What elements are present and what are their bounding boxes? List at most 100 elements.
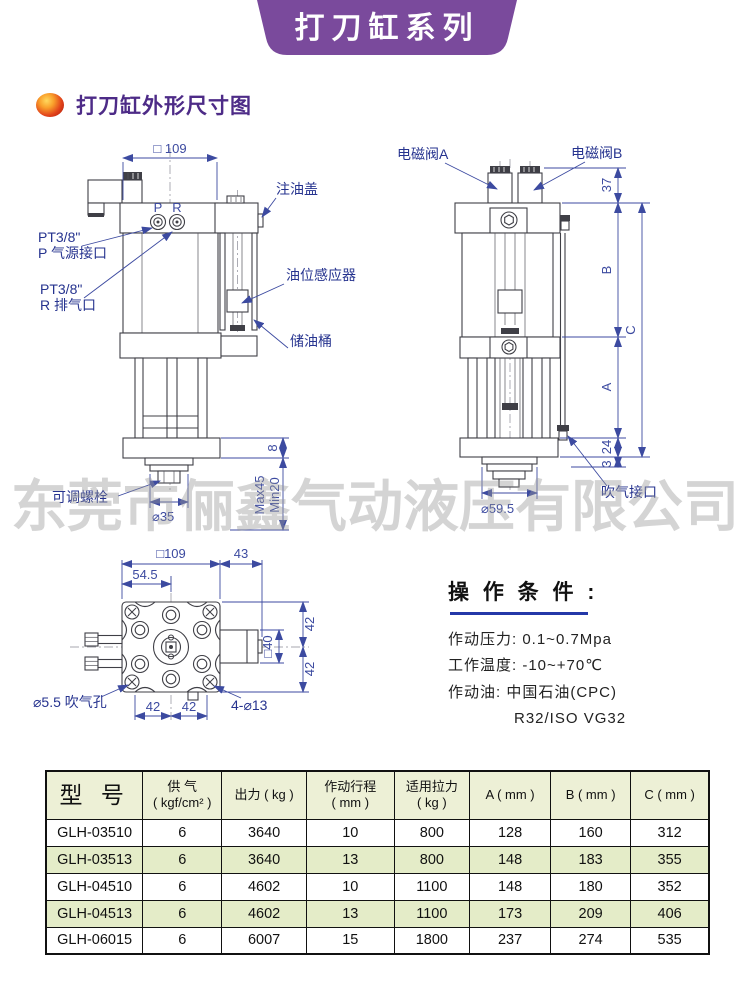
col-header-a: A ( mm ) bbox=[469, 770, 552, 820]
table-header-row: 型 号 供 气 ( kgf/cm² ) 出力 ( kg ) 作动行程 ( mm … bbox=[45, 770, 710, 820]
col-header-c: C ( mm ) bbox=[630, 770, 710, 820]
cell-c: 535 bbox=[630, 926, 710, 955]
col-header-stroke: 作动行程 ( mm ) bbox=[306, 770, 395, 820]
dim-width-label: □109 bbox=[156, 546, 186, 561]
front-dimensions: □ 109 P R 8 Max45 Min20 ⌀35 bbox=[81, 141, 289, 531]
dim-43-label: 43 bbox=[234, 546, 248, 561]
cell-b: 160 bbox=[550, 818, 632, 847]
cell-output: 3640 bbox=[221, 845, 308, 874]
bottom-view-drawing: □109 43 54.5 □40 42 42 42 42 4-⌀13 ⌀5.5 … bbox=[33, 546, 317, 720]
cell-model: GLH-04513 bbox=[45, 899, 144, 928]
dim-24-label: 24 bbox=[599, 440, 614, 454]
cell-pull: 1100 bbox=[393, 872, 471, 901]
condition-oil-grade: R32/ISO VG32 bbox=[514, 709, 627, 727]
cell-output: 6007 bbox=[221, 926, 308, 955]
cell-stroke: 13 bbox=[306, 845, 395, 874]
cell-model: GLH-04510 bbox=[45, 872, 144, 901]
mount-holes-label: 4-⌀13 bbox=[231, 697, 268, 713]
cell-stroke: 10 bbox=[306, 818, 395, 847]
dim-b-label: B bbox=[599, 266, 614, 275]
dim-42-bottom-left-label: 42 bbox=[146, 699, 160, 714]
side-dimensions: 37 B A 24 3 C ⌀59.5 bbox=[444, 161, 650, 516]
table-row: GLH-04513 6 4602 13 1100 173 209 406 bbox=[45, 899, 710, 928]
cell-pull: 800 bbox=[393, 818, 471, 847]
dim-37-label: 37 bbox=[599, 178, 614, 192]
cell-supply: 6 bbox=[142, 818, 223, 847]
adjust-bolt-label: 可调螺栓 bbox=[52, 489, 108, 505]
cell-b: 209 bbox=[550, 899, 632, 928]
col-header-model: 型 号 bbox=[45, 770, 144, 820]
cell-a: 148 bbox=[469, 845, 552, 874]
cylinder-front-outline bbox=[87, 172, 264, 484]
banner-shape bbox=[257, 0, 517, 55]
valve-a-label: 电磁阀A bbox=[397, 146, 449, 162]
blow-hole-label: ⌀5.5 吹气孔 bbox=[33, 694, 107, 710]
cell-supply: 6 bbox=[142, 899, 223, 928]
oil-cap-label: 注油盖 bbox=[276, 181, 318, 197]
table-row: GLH-04510 6 4602 10 1100 148 180 352 bbox=[45, 872, 710, 901]
cell-stroke: 10 bbox=[306, 872, 395, 901]
cell-output: 4602 bbox=[221, 899, 308, 928]
table-row: GLH-06015 6 6007 15 1800 237 274 535 bbox=[45, 926, 710, 955]
side-view-drawing: 37 B A 24 3 C ⌀59.5 电磁阀A 电磁阀B 吹气接口 bbox=[397, 145, 657, 516]
page-title: 打刀缸系列 bbox=[294, 12, 480, 45]
cell-a: 173 bbox=[469, 899, 552, 928]
spec-table: 型 号 供 气 ( kgf/cm² ) 出力 ( kg ) 作动行程 ( mm … bbox=[45, 770, 710, 955]
section-heading: 打刀缸外形尺寸图 bbox=[36, 90, 252, 120]
cell-output: 4602 bbox=[221, 872, 308, 901]
dim-42-right-top-label: 42 bbox=[302, 617, 317, 631]
cell-c: 406 bbox=[630, 899, 710, 928]
condition-oil: 作动油: 中国石油(CPC) bbox=[448, 683, 617, 701]
table-row: GLH-03510 6 3640 10 800 128 160 312 bbox=[45, 818, 710, 847]
socket-bolts bbox=[130, 605, 212, 689]
cell-c: 352 bbox=[630, 872, 710, 901]
col-header-supply: 供 气 ( kgf/cm² ) bbox=[142, 770, 223, 820]
cell-a: 128 bbox=[469, 818, 552, 847]
bullet-ball-icon bbox=[36, 93, 64, 117]
condition-pressure: 作动压力: 0.1~0.7Mpa bbox=[448, 631, 612, 648]
dim-42-right-bottom-label: 42 bbox=[302, 662, 317, 676]
cell-stroke: 15 bbox=[306, 926, 395, 955]
cell-c: 355 bbox=[630, 845, 710, 874]
condition-temperature: 工作温度: -10~+70℃ bbox=[448, 657, 604, 675]
cell-c: 312 bbox=[630, 818, 710, 847]
oil-tank-label: 储油桶 bbox=[290, 333, 332, 349]
conditions-title: 操 作 条 件 : bbox=[448, 581, 599, 604]
cell-model: GLH-03510 bbox=[45, 818, 144, 847]
cell-pull: 800 bbox=[393, 845, 471, 874]
cell-model: GLH-03513 bbox=[45, 845, 144, 874]
blow-port-label: 吹气接口 bbox=[601, 484, 657, 500]
bottom-labels: 4-⌀13 ⌀5.5 吹气孔 bbox=[33, 694, 268, 713]
dim-545-label: 54.5 bbox=[132, 567, 157, 582]
pt-r-label-1: PT3/8" bbox=[40, 281, 82, 297]
port-p-letter: P bbox=[154, 200, 163, 215]
cell-b: 180 bbox=[550, 872, 632, 901]
dim-c-label: C bbox=[623, 325, 638, 334]
section-title: 打刀缸外形尺寸图 bbox=[76, 95, 252, 118]
cell-supply: 6 bbox=[142, 926, 223, 955]
series-banner: 打刀缸系列 bbox=[255, 0, 519, 56]
operating-conditions: 操 作 条 件 : 作动压力: 0.1~0.7Mpa 工作温度: -10~+70… bbox=[448, 576, 723, 732]
cell-stroke: 13 bbox=[306, 899, 395, 928]
cell-a: 148 bbox=[469, 872, 552, 901]
valve-b-label: 电磁阀B bbox=[571, 145, 622, 161]
col-header-pull: 适用拉力 ( kg ) bbox=[393, 770, 471, 820]
dim-max-label: Max45 bbox=[252, 475, 267, 514]
dim-a-label: A bbox=[599, 382, 614, 391]
pt-r-label-2: R 排气口 bbox=[40, 297, 96, 313]
cell-a: 237 bbox=[469, 926, 552, 955]
side-labels: 电磁阀A 电磁阀B 吹气接口 bbox=[397, 145, 657, 500]
cell-b: 183 bbox=[550, 845, 632, 874]
cell-model: GLH-06015 bbox=[45, 926, 144, 955]
pt-p-label-1: PT3/8" bbox=[38, 229, 80, 245]
dim-d40-label: □40 bbox=[260, 635, 275, 657]
dim-3-label: 3 bbox=[599, 460, 614, 467]
table-row: GLH-03513 6 3640 13 800 148 183 355 bbox=[45, 845, 710, 874]
col-header-b: B ( mm ) bbox=[550, 770, 632, 820]
cell-pull: 1800 bbox=[393, 926, 471, 955]
oil-sensor-label: 油位感应器 bbox=[286, 267, 356, 283]
dim-min-label: Min20 bbox=[267, 477, 282, 512]
col-header-output: 出力 ( kg ) bbox=[221, 770, 308, 820]
dim-d35-label: ⌀35 bbox=[152, 509, 174, 524]
cell-output: 3640 bbox=[221, 818, 308, 847]
